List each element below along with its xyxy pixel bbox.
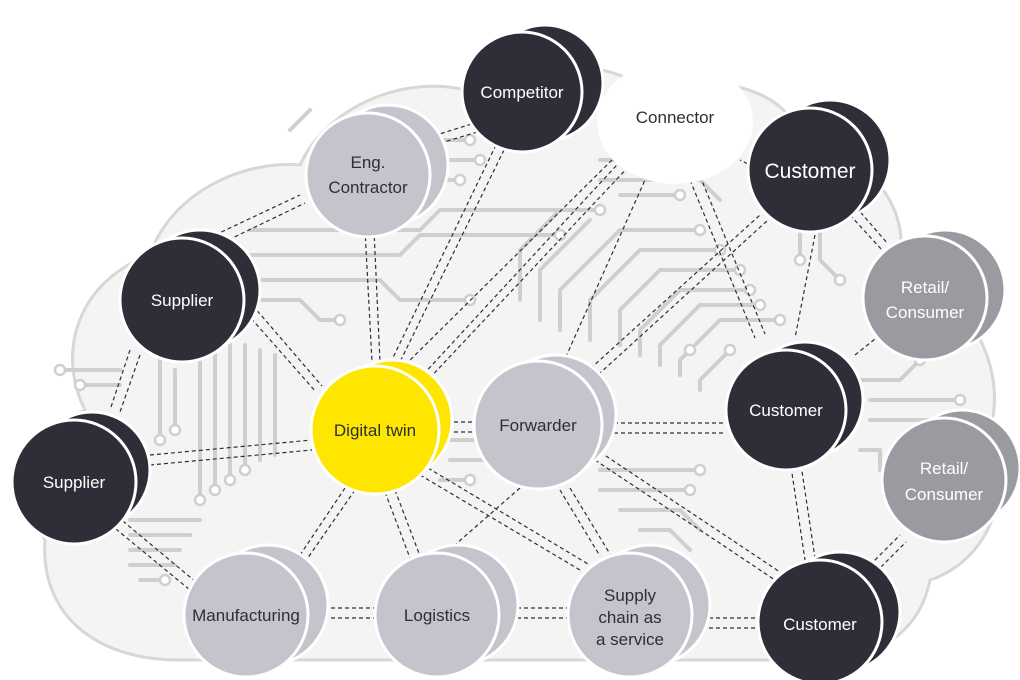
node-manufacturing-label: Manufacturing	[192, 606, 300, 625]
node-eng-contractor[interactable]: Eng. Contractor	[304, 103, 450, 239]
node-retail-top[interactable]: Retail/ Consumer	[861, 228, 1007, 362]
node-competitor-label: Competitor	[480, 83, 563, 102]
node-customer-bottom[interactable]: Customer	[756, 550, 902, 680]
node-competitor[interactable]: Competitor	[460, 23, 605, 154]
node-customer-bottom-label: Customer	[783, 615, 857, 634]
node-retail-mid-line2: Consumer	[905, 485, 984, 504]
node-scaas-line3: a service	[596, 630, 664, 649]
node-digital-twin[interactable]: Digital twin	[309, 358, 454, 496]
node-forwarder-label: Forwarder	[499, 416, 577, 435]
node-eng-contractor-line1: Eng.	[351, 153, 386, 172]
node-customer-mid[interactable]: Customer	[724, 340, 865, 472]
node-customer-top-label: Customer	[764, 160, 855, 183]
node-supplier-top[interactable]: Supplier	[118, 228, 262, 364]
circuit-traces	[53, 108, 967, 587]
node-connector[interactable]: Connector	[597, 60, 753, 184]
node-logistics-label: Logistics	[404, 606, 470, 625]
node-supplier-top-label: Supplier	[151, 291, 214, 310]
node-connector-label: Connector	[636, 108, 715, 127]
node-retail-top-line1: Retail/	[901, 278, 949, 297]
node-supplier-left-label: Supplier	[43, 473, 106, 492]
node-logistics[interactable]: Logistics	[373, 543, 520, 679]
node-scaas-line2: chain as	[598, 608, 661, 627]
node-scaas[interactable]: Supply chain as a service	[566, 543, 712, 679]
node-digital-twin-label: Digital twin	[334, 421, 416, 440]
node-retail-mid-line1: Retail/	[920, 459, 968, 478]
node-scaas-line1: Supply	[604, 586, 656, 605]
node-customer-top[interactable]: Customer	[746, 98, 892, 234]
node-supplier-left[interactable]: Supplier	[10, 410, 152, 546]
node-eng-contractor-line2: Contractor	[328, 178, 408, 197]
node-customer-mid-label: Customer	[749, 401, 823, 420]
node-retail-mid[interactable]: Retail/ Consumer	[880, 408, 1020, 544]
node-manufacturing[interactable]: Manufacturing	[182, 543, 330, 679]
node-forwarder[interactable]: Forwarder	[472, 353, 618, 491]
node-retail-top-line2: Consumer	[886, 303, 965, 322]
